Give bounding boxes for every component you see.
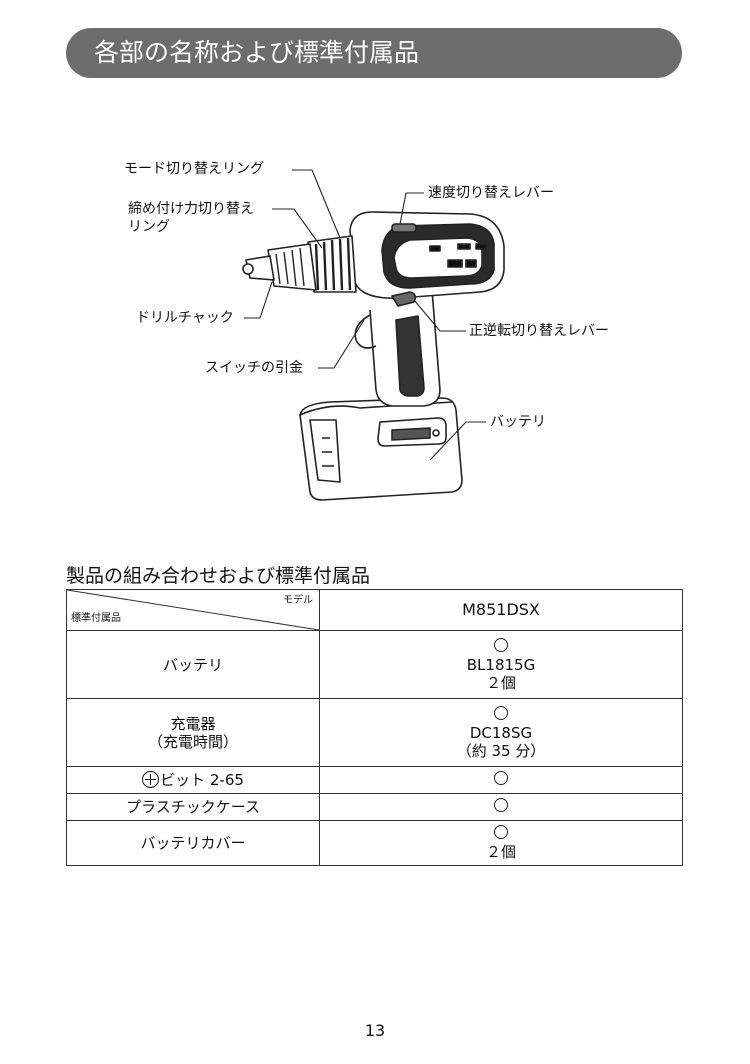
included-mark-icon (494, 798, 508, 812)
table-row: プラスチックケース (66, 793, 683, 821)
row-value: ２個 (319, 820, 683, 866)
included-mark-icon (494, 825, 508, 839)
label-speed-lever: 速度切り替えレバー (428, 185, 554, 201)
row-value-line: BL1815G (466, 655, 536, 674)
row-value: BL1815G ２個 (319, 630, 683, 699)
label-battery: バッテリ (490, 414, 546, 430)
included-mark-icon (494, 637, 508, 652)
leader-lines (244, 169, 486, 461)
header-diagonal-cell: モデル 標準付属品 (66, 589, 320, 631)
row-name: バッテリカバー (66, 820, 320, 866)
drill-diagram: モード切り替えリング 締め付け力切り替え リング ドリルチャック スイッチの引金… (0, 120, 750, 540)
page-number: 13 (364, 1021, 386, 1040)
label-reverse-lever: 正逆転切り替えレバー (469, 323, 609, 339)
row-value (319, 766, 683, 794)
table-row: ビット 2-65 (66, 766, 683, 794)
table-row: バッテリ BL1815G ２個 (66, 630, 683, 699)
phillips-plus-icon (142, 771, 160, 788)
row-value-line: DC18SG (469, 723, 533, 742)
page-title: 各部の名称および標準付属品 (66, 28, 682, 78)
row-name: プラスチックケース (66, 793, 320, 821)
row-value: DC18SG （約 35 分） (319, 698, 683, 767)
table-row: バッテリカバー ２個 (66, 820, 683, 866)
row-name-line: （充電時間） (147, 732, 238, 751)
label-drill-chuck: ドリルチャック (136, 310, 234, 326)
section-title: 製品の組み合わせおよび標準付属品 (66, 565, 371, 587)
row-value-line: ２個 (485, 843, 516, 861)
row-name: バッテリ (66, 630, 320, 699)
table-header-row: モデル 標準付属品 M851DSX (66, 589, 683, 631)
table-row: 充電器 （充電時間） DC18SG （約 35 分） (66, 698, 683, 767)
row-name-text: ビット 2-65 (160, 771, 244, 789)
drill-illustration (242, 211, 505, 501)
label-switch-trigger: スイッチの引金 (205, 360, 303, 376)
label-torque-ring-1: 締め付け力切り替え (128, 201, 254, 217)
included-mark-icon (494, 705, 508, 720)
row-value (319, 793, 683, 821)
label-torque-ring-2: リング (128, 219, 170, 235)
row-value-line: ２個 (485, 673, 516, 692)
header-model-label: モデル (283, 595, 313, 606)
row-value-line: （約 35 分） (456, 741, 546, 760)
row-name: ビット 2-65 (66, 766, 320, 794)
label-mode-ring: モード切り替えリング (124, 161, 264, 177)
row-name: 充電器 （充電時間） (66, 698, 320, 767)
row-name-line: 充電器 (170, 714, 216, 733)
header-model-name: M851DSX (319, 589, 683, 631)
included-mark-icon (494, 771, 508, 785)
accessory-table: モデル 標準付属品 M851DSX バッテリ BL1815G ２個 充電器 （充… (66, 589, 683, 866)
diagonal-line (67, 590, 319, 630)
header-accessory-label: 標準付属品 (71, 613, 121, 624)
